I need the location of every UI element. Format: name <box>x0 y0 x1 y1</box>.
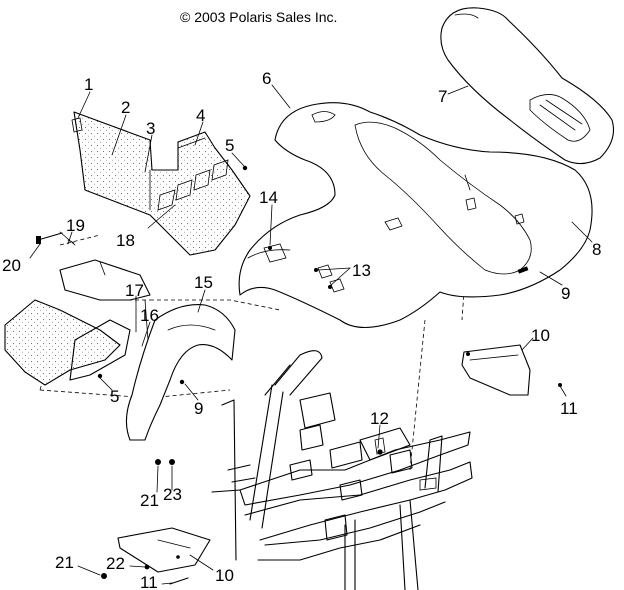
callout-18: 18 <box>116 231 135 250</box>
callout-11-upper: 11 <box>560 399 578 418</box>
callout-9-upper: 9 <box>561 284 570 303</box>
callout-22: 22 <box>106 554 125 573</box>
footwell-part-2 <box>71 111 251 256</box>
callout-19: 19 <box>66 216 85 235</box>
callout-20: 20 <box>2 256 21 275</box>
leader-lines <box>29 84 593 585</box>
callout-9-lower: 9 <box>194 399 203 418</box>
callout-21-upper: 21 <box>140 491 159 510</box>
copyright-notice: © 2003 Polaris Sales Inc. <box>180 9 337 25</box>
callout-1: 1 <box>84 75 93 94</box>
callout-5-upper: 5 <box>225 136 234 155</box>
callout-7: 7 <box>438 87 447 106</box>
callout-23: 23 <box>163 485 182 504</box>
callout-5-lower: 5 <box>110 387 119 406</box>
callout-15: 15 <box>194 273 213 292</box>
bracket-part-10-upper <box>461 344 531 396</box>
callout-10-lower: 10 <box>215 566 234 585</box>
callout-21-lower: 21 <box>55 553 74 572</box>
callout-4: 4 <box>196 106 205 125</box>
callout-2: 2 <box>121 98 130 117</box>
callout-11-lower: 11 <box>140 573 158 590</box>
seat-part-7 <box>440 7 615 165</box>
hardware <box>36 165 562 585</box>
callout-3: 3 <box>146 119 155 138</box>
fender-flap-part-15 <box>125 304 236 441</box>
left-footrest-area <box>4 231 151 386</box>
callout-8: 8 <box>592 240 601 259</box>
callout-10-upper: 10 <box>531 326 550 345</box>
rear-fender-part-6 <box>238 102 593 328</box>
callout-6: 6 <box>262 69 271 88</box>
callout-13: 13 <box>352 261 371 280</box>
callout-labels: 1 2 3 4 5 6 7 8 9 10 11 12 13 14 15 16 1… <box>2 69 601 590</box>
bracket-part-10-lower <box>117 527 211 573</box>
callout-14: 14 <box>259 188 278 207</box>
callout-12: 12 <box>370 409 389 428</box>
frame-assembly <box>211 350 473 590</box>
callout-16: 16 <box>140 306 159 325</box>
callout-17: 17 <box>125 281 144 300</box>
